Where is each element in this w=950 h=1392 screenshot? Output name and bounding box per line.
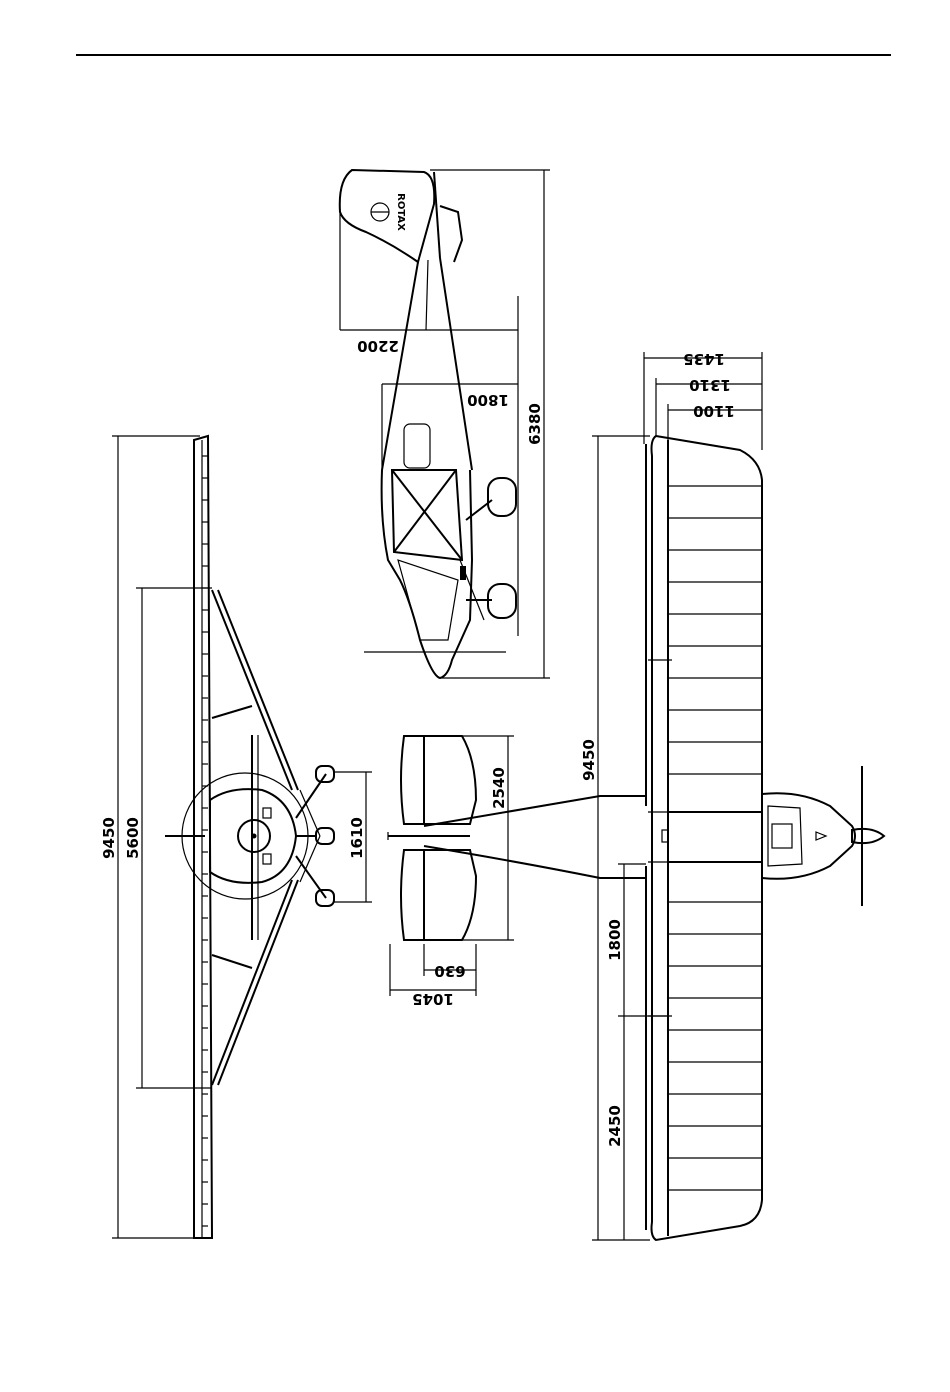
top-view-span-label: 9450 [580, 739, 598, 781]
top-view-aileron-length-label: 2450 [606, 1105, 624, 1147]
stabilizer-left [401, 736, 476, 824]
top-view-spinner [852, 829, 884, 843]
top-view-chord-3-label: 1435 [683, 350, 725, 368]
side-view-fin [340, 170, 435, 262]
tail-view: 2540 630 1045 [388, 736, 514, 1008]
tail-logo-text: ROTAX [395, 193, 406, 231]
side-view-boom-top [382, 262, 418, 470]
main-gear-leg-right [296, 856, 326, 898]
front-view-jury-strut [212, 706, 252, 718]
stabilizer-right [401, 850, 476, 940]
top-view-nose-marker [816, 832, 826, 840]
side-view-tail-height-label: 2200 [357, 337, 399, 355]
top-view-fuselage-left [424, 796, 646, 826]
front-view-strut-span-label: 5600 [124, 817, 142, 859]
front-view-track-label: 1610 [348, 817, 366, 859]
side-view: ROTAX 6380 2200 1800 [340, 170, 550, 678]
top-view: 9450 1100 1310 1435 1800 2450 [388, 350, 884, 1240]
main-gear-leg-left [296, 774, 326, 818]
top-view-wing-ribs [668, 486, 762, 1190]
top-view-chord-2-label: 1310 [689, 376, 731, 394]
side-view-window [404, 424, 430, 468]
top-view-flap-length-label: 1800 [606, 919, 624, 961]
side-view-rudder-hinge [434, 172, 440, 258]
stabilizer-depth-label: 1045 [412, 990, 454, 1008]
side-view-nose-wheel [488, 584, 516, 618]
stabilizer-span-label: 2540 [490, 767, 508, 809]
front-view: 9450 5600 1610 [100, 436, 372, 1238]
side-view-main-wheel [488, 478, 516, 516]
front-view-span-label: 9450 [100, 817, 118, 859]
front-view-wing-ribs [202, 456, 208, 1226]
side-view-cabin-height-label: 1800 [467, 391, 509, 409]
top-view-chord-1-label: 1100 [693, 402, 735, 420]
wheel-nose [316, 828, 334, 844]
top-view-cockpit [768, 806, 802, 866]
side-view-length-label: 6380 [526, 403, 544, 445]
elevator-depth-label: 630 [434, 962, 465, 980]
